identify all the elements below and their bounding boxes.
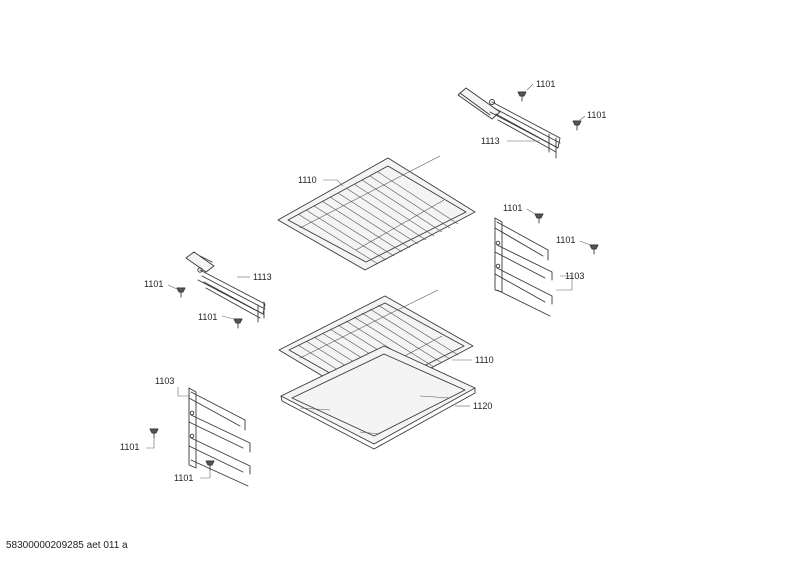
label-1101: 1101 bbox=[174, 473, 193, 483]
telescopic-rail-right[interactable] bbox=[457, 87, 561, 159]
clip-icon[interactable] bbox=[205, 460, 215, 471]
clip-icon[interactable] bbox=[517, 91, 527, 102]
clip-icon[interactable] bbox=[534, 213, 544, 224]
wire-rack-upper[interactable] bbox=[277, 155, 476, 271]
label-1101: 1101 bbox=[556, 235, 575, 245]
baking-tray[interactable] bbox=[280, 345, 476, 450]
clip-icon[interactable] bbox=[572, 120, 582, 131]
clip-icon[interactable] bbox=[233, 318, 243, 329]
label-1110: 1110 bbox=[298, 175, 317, 185]
label-1101: 1101 bbox=[120, 442, 139, 452]
label-1113: 1113 bbox=[253, 272, 272, 282]
label-1101: 1101 bbox=[198, 312, 217, 322]
label-1110: 1110 bbox=[475, 355, 494, 365]
clip-icon[interactable] bbox=[589, 244, 599, 255]
clip-icon[interactable] bbox=[149, 428, 159, 439]
label-1103: 1103 bbox=[155, 376, 174, 386]
label-1101: 1101 bbox=[144, 279, 163, 289]
label-1101: 1101 bbox=[503, 203, 522, 213]
label-1120: 1120 bbox=[473, 401, 492, 411]
shelf-support-right[interactable] bbox=[494, 217, 553, 317]
label-1101: 1101 bbox=[536, 79, 555, 89]
label-1101: 1101 bbox=[587, 110, 606, 120]
shelf-support-left[interactable] bbox=[188, 387, 251, 487]
clip-icon[interactable] bbox=[176, 287, 186, 298]
document-id: 58300000209285 aet 011 a bbox=[6, 540, 128, 551]
telescopic-rail-left[interactable] bbox=[185, 251, 266, 323]
label-1113: 1113 bbox=[481, 136, 500, 146]
label-1103: 1103 bbox=[565, 271, 584, 281]
